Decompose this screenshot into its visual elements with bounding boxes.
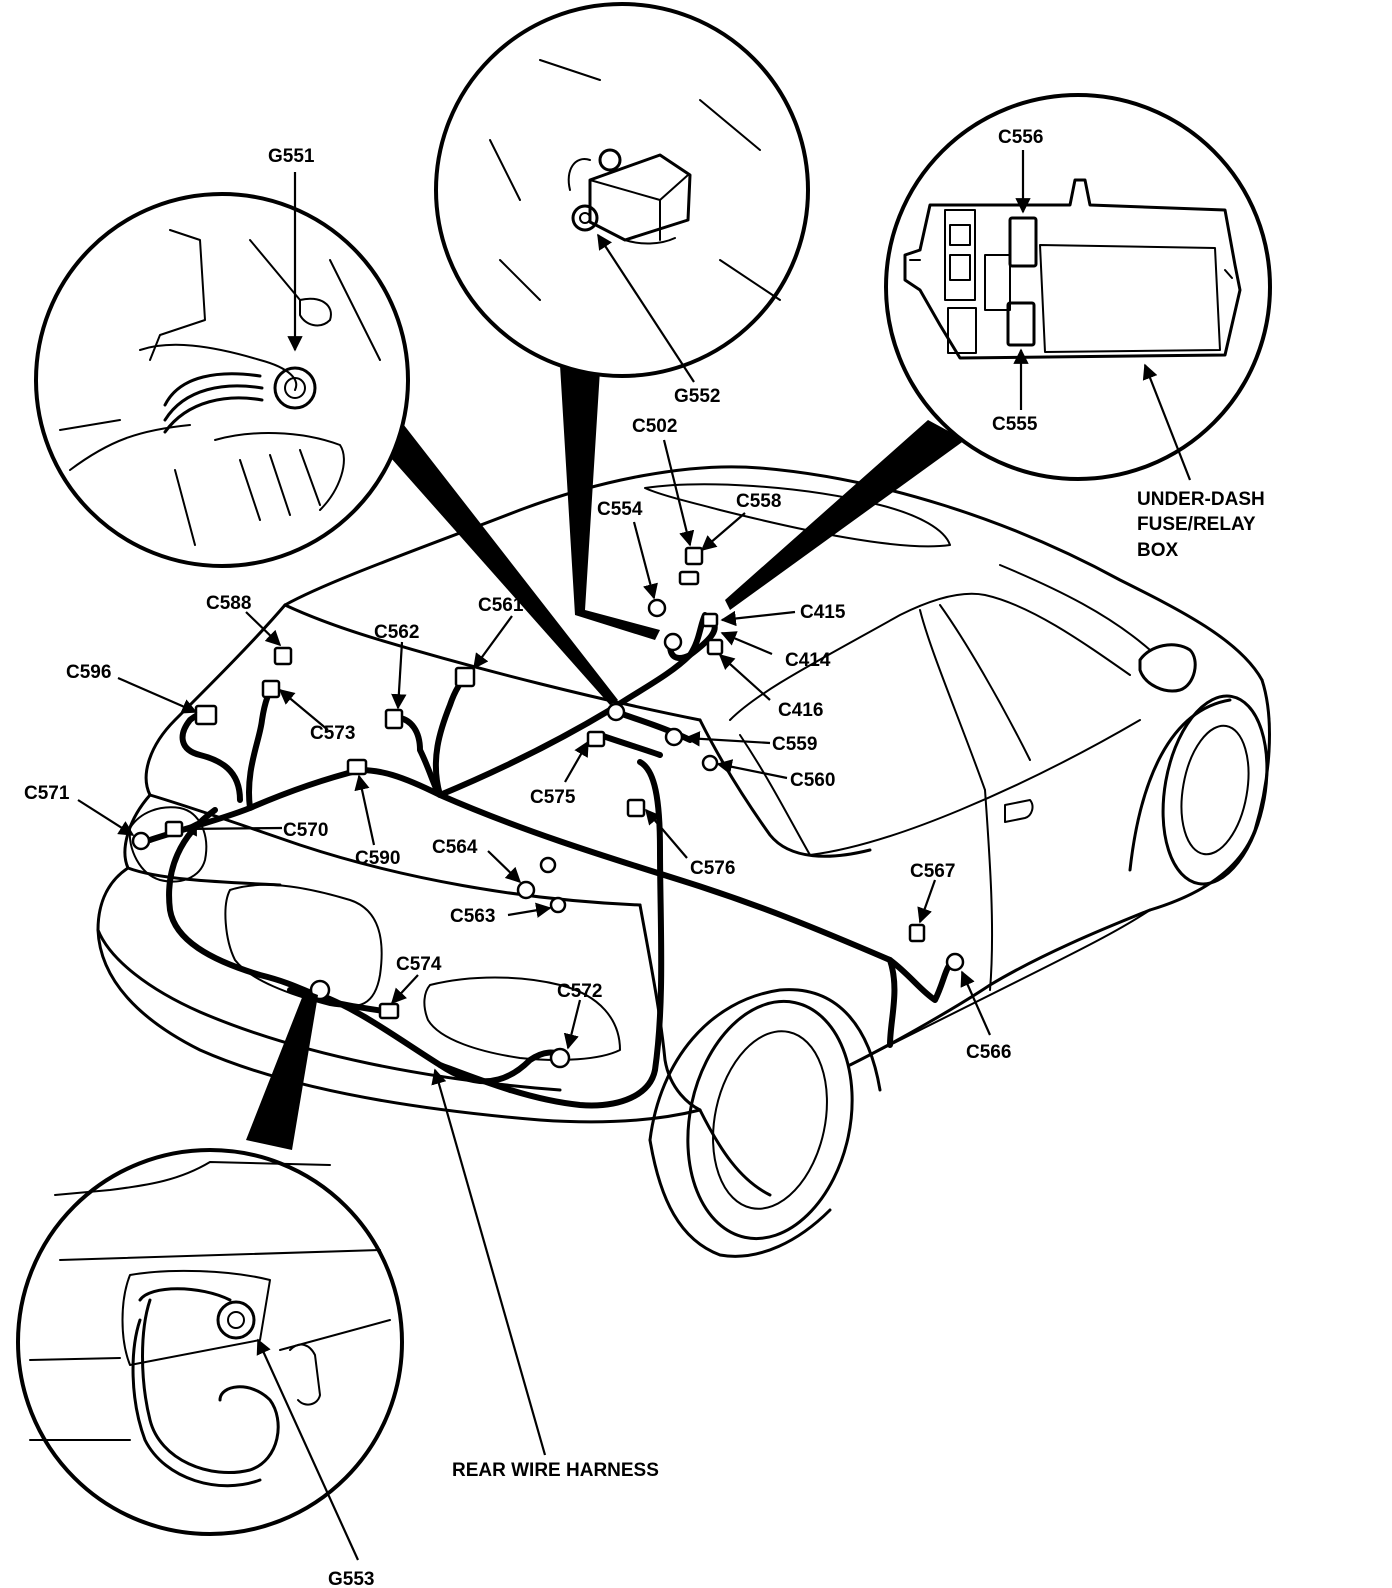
label-c570: C570: [283, 820, 328, 841]
label-c414: C414: [785, 650, 831, 671]
label-c563: C563: [450, 906, 495, 927]
connectors: [131, 546, 965, 1069]
label-c416: C416: [778, 700, 823, 721]
label-c415: C415: [800, 602, 846, 623]
label-c590: C590: [355, 848, 400, 869]
label-c560: C560: [790, 770, 835, 791]
label-c555: C555: [992, 414, 1038, 435]
label-c575: C575: [530, 787, 576, 808]
label-c596: C596: [66, 662, 111, 683]
label-c588: C588: [206, 593, 251, 614]
label-rear-wire-harness: REAR WIRE HARNESS: [452, 1460, 659, 1481]
label-c564: C564: [432, 837, 478, 858]
leader-lines: [77, 150, 1192, 1561]
label-c567: C567: [910, 861, 955, 882]
label-g553: G553: [328, 1569, 374, 1588]
labels: G551 G552 C556 C555 UNDER-DASH FUSE/RELA…: [24, 127, 1265, 1588]
label-c573: C573: [310, 723, 355, 744]
label-c554: C554: [597, 499, 643, 520]
label-g552: G552: [674, 386, 720, 407]
label-c571: C571: [24, 783, 70, 804]
label-c572: C572: [557, 981, 602, 1002]
label-fuse-box-2: FUSE/RELAY: [1137, 514, 1256, 535]
label-c562: C562: [374, 622, 419, 643]
label-c558: C558: [736, 491, 781, 512]
label-c576: C576: [690, 858, 735, 879]
label-g551: G551: [268, 146, 315, 167]
label-c566: C566: [966, 1042, 1011, 1063]
label-c502: C502: [632, 416, 677, 437]
rear-wire-harness: [147, 612, 958, 1109]
label-c561: C561: [478, 595, 524, 616]
callout-fuse-box: [884, 93, 1272, 481]
label-fuse-box-3: BOX: [1137, 540, 1179, 561]
label-fuse-box-1: UNDER-DASH: [1137, 489, 1265, 510]
callout-g552: [434, 2, 810, 378]
label-c559: C559: [772, 734, 817, 755]
label-c574: C574: [396, 954, 442, 975]
callout-g553: [16, 1148, 404, 1536]
label-c556: C556: [998, 127, 1043, 148]
callout-pointers: [246, 365, 965, 1150]
callout-g551: [34, 192, 410, 568]
